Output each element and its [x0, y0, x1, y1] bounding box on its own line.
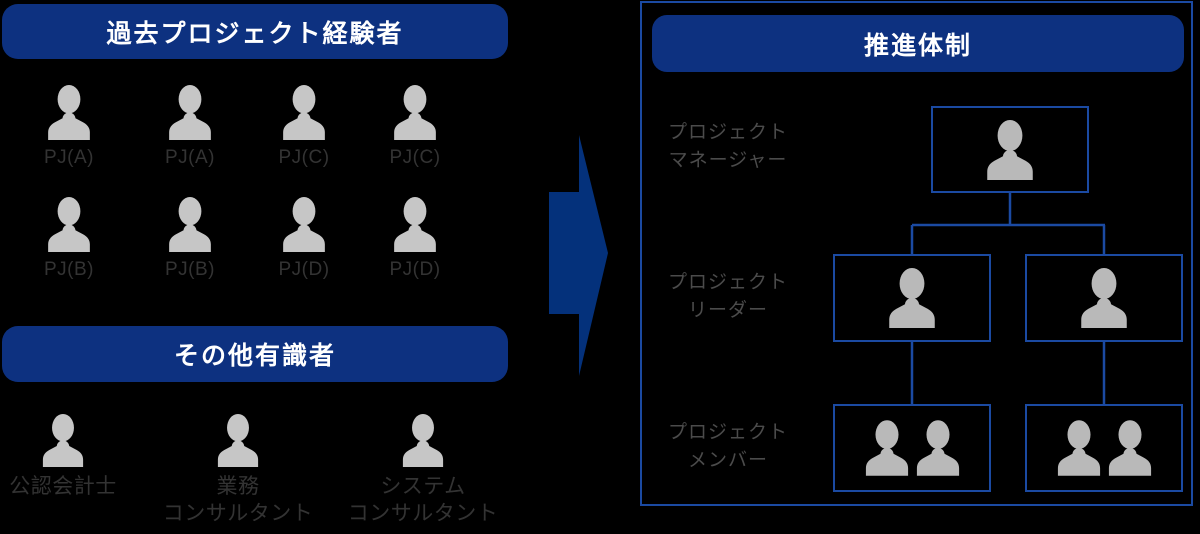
project-member-box [1025, 404, 1183, 492]
experienced-member: PJ(B) [132, 197, 248, 282]
expert-member: 公認会計士 [0, 414, 143, 500]
person-icon [48, 85, 90, 140]
member-label: PJ(D) [278, 259, 330, 280]
person-icon [217, 414, 259, 467]
project-member-box [833, 404, 991, 492]
experienced-member: PJ(D) [357, 197, 473, 282]
person-icon [402, 414, 444, 467]
person-icon [1081, 268, 1127, 328]
org-chart-title: 推進体制 [863, 31, 972, 60]
expert-label-line2: コンサルタント [162, 502, 314, 525]
org-chart-panel: 推進体制 プロジェクト マネージャー プロジェクト リーダー プロジェクト メン… [640, 1, 1193, 506]
member-label: PJ(B) [44, 259, 94, 280]
org-connector-lines [910, 193, 1106, 404]
experienced-member: PJ(B) [11, 197, 127, 282]
person-icon [1108, 420, 1151, 476]
org-chart-header: 推進体制 [652, 15, 1184, 72]
person-icon [48, 197, 90, 252]
person-icon [169, 197, 211, 252]
member-label: PJ(C) [389, 147, 441, 168]
project-leader-box [833, 254, 991, 342]
person-icon [987, 119, 1033, 180]
level-label-project-member: プロジェクト メンバー [667, 422, 788, 471]
person-icon [916, 420, 959, 476]
expert-label-line2: コンサルタント [347, 502, 499, 525]
experienced-header: 過去プロジェクト経験者 [2, 4, 508, 59]
level-label-project-manager: プロジェクト マネージャー [667, 122, 788, 171]
person-icon [283, 85, 325, 140]
person-icon [889, 268, 935, 328]
project-manager-box [931, 106, 1089, 193]
experienced-member: PJ(C) [246, 85, 362, 170]
member-label: PJ(A) [44, 147, 94, 168]
expert-label-line1: 公認会計士 [9, 475, 117, 498]
member-label: PJ(B) [165, 259, 215, 280]
member-label: PJ(A) [165, 147, 215, 168]
expert-member: システム コンサルタント [343, 414, 503, 527]
person-icon [1057, 420, 1100, 476]
experts-title: その他有識者 [173, 342, 336, 370]
experienced-member: PJ(D) [246, 197, 362, 282]
expert-label-line1: システム [380, 475, 466, 498]
person-icon [283, 197, 325, 252]
right-arrow-icon [549, 135, 608, 376]
expert-member: 業務 コンサルタント [158, 414, 318, 527]
experienced-member: PJ(A) [11, 85, 127, 170]
person-icon [865, 420, 908, 476]
experts-header: その他有識者 [2, 326, 508, 382]
experienced-member: PJ(A) [132, 85, 248, 170]
project-leader-box [1025, 254, 1183, 342]
level-label-project-leader: プロジェクト リーダー [667, 272, 788, 321]
expert-label-line1: 業務 [216, 475, 260, 498]
member-label: PJ(D) [389, 259, 441, 280]
member-label: PJ(C) [278, 147, 330, 168]
experienced-member: PJ(C) [357, 85, 473, 170]
person-icon [394, 85, 436, 140]
experienced-title: 過去プロジェクト経験者 [106, 19, 404, 48]
person-icon [169, 85, 211, 140]
person-icon [42, 414, 84, 467]
person-icon [394, 197, 436, 252]
